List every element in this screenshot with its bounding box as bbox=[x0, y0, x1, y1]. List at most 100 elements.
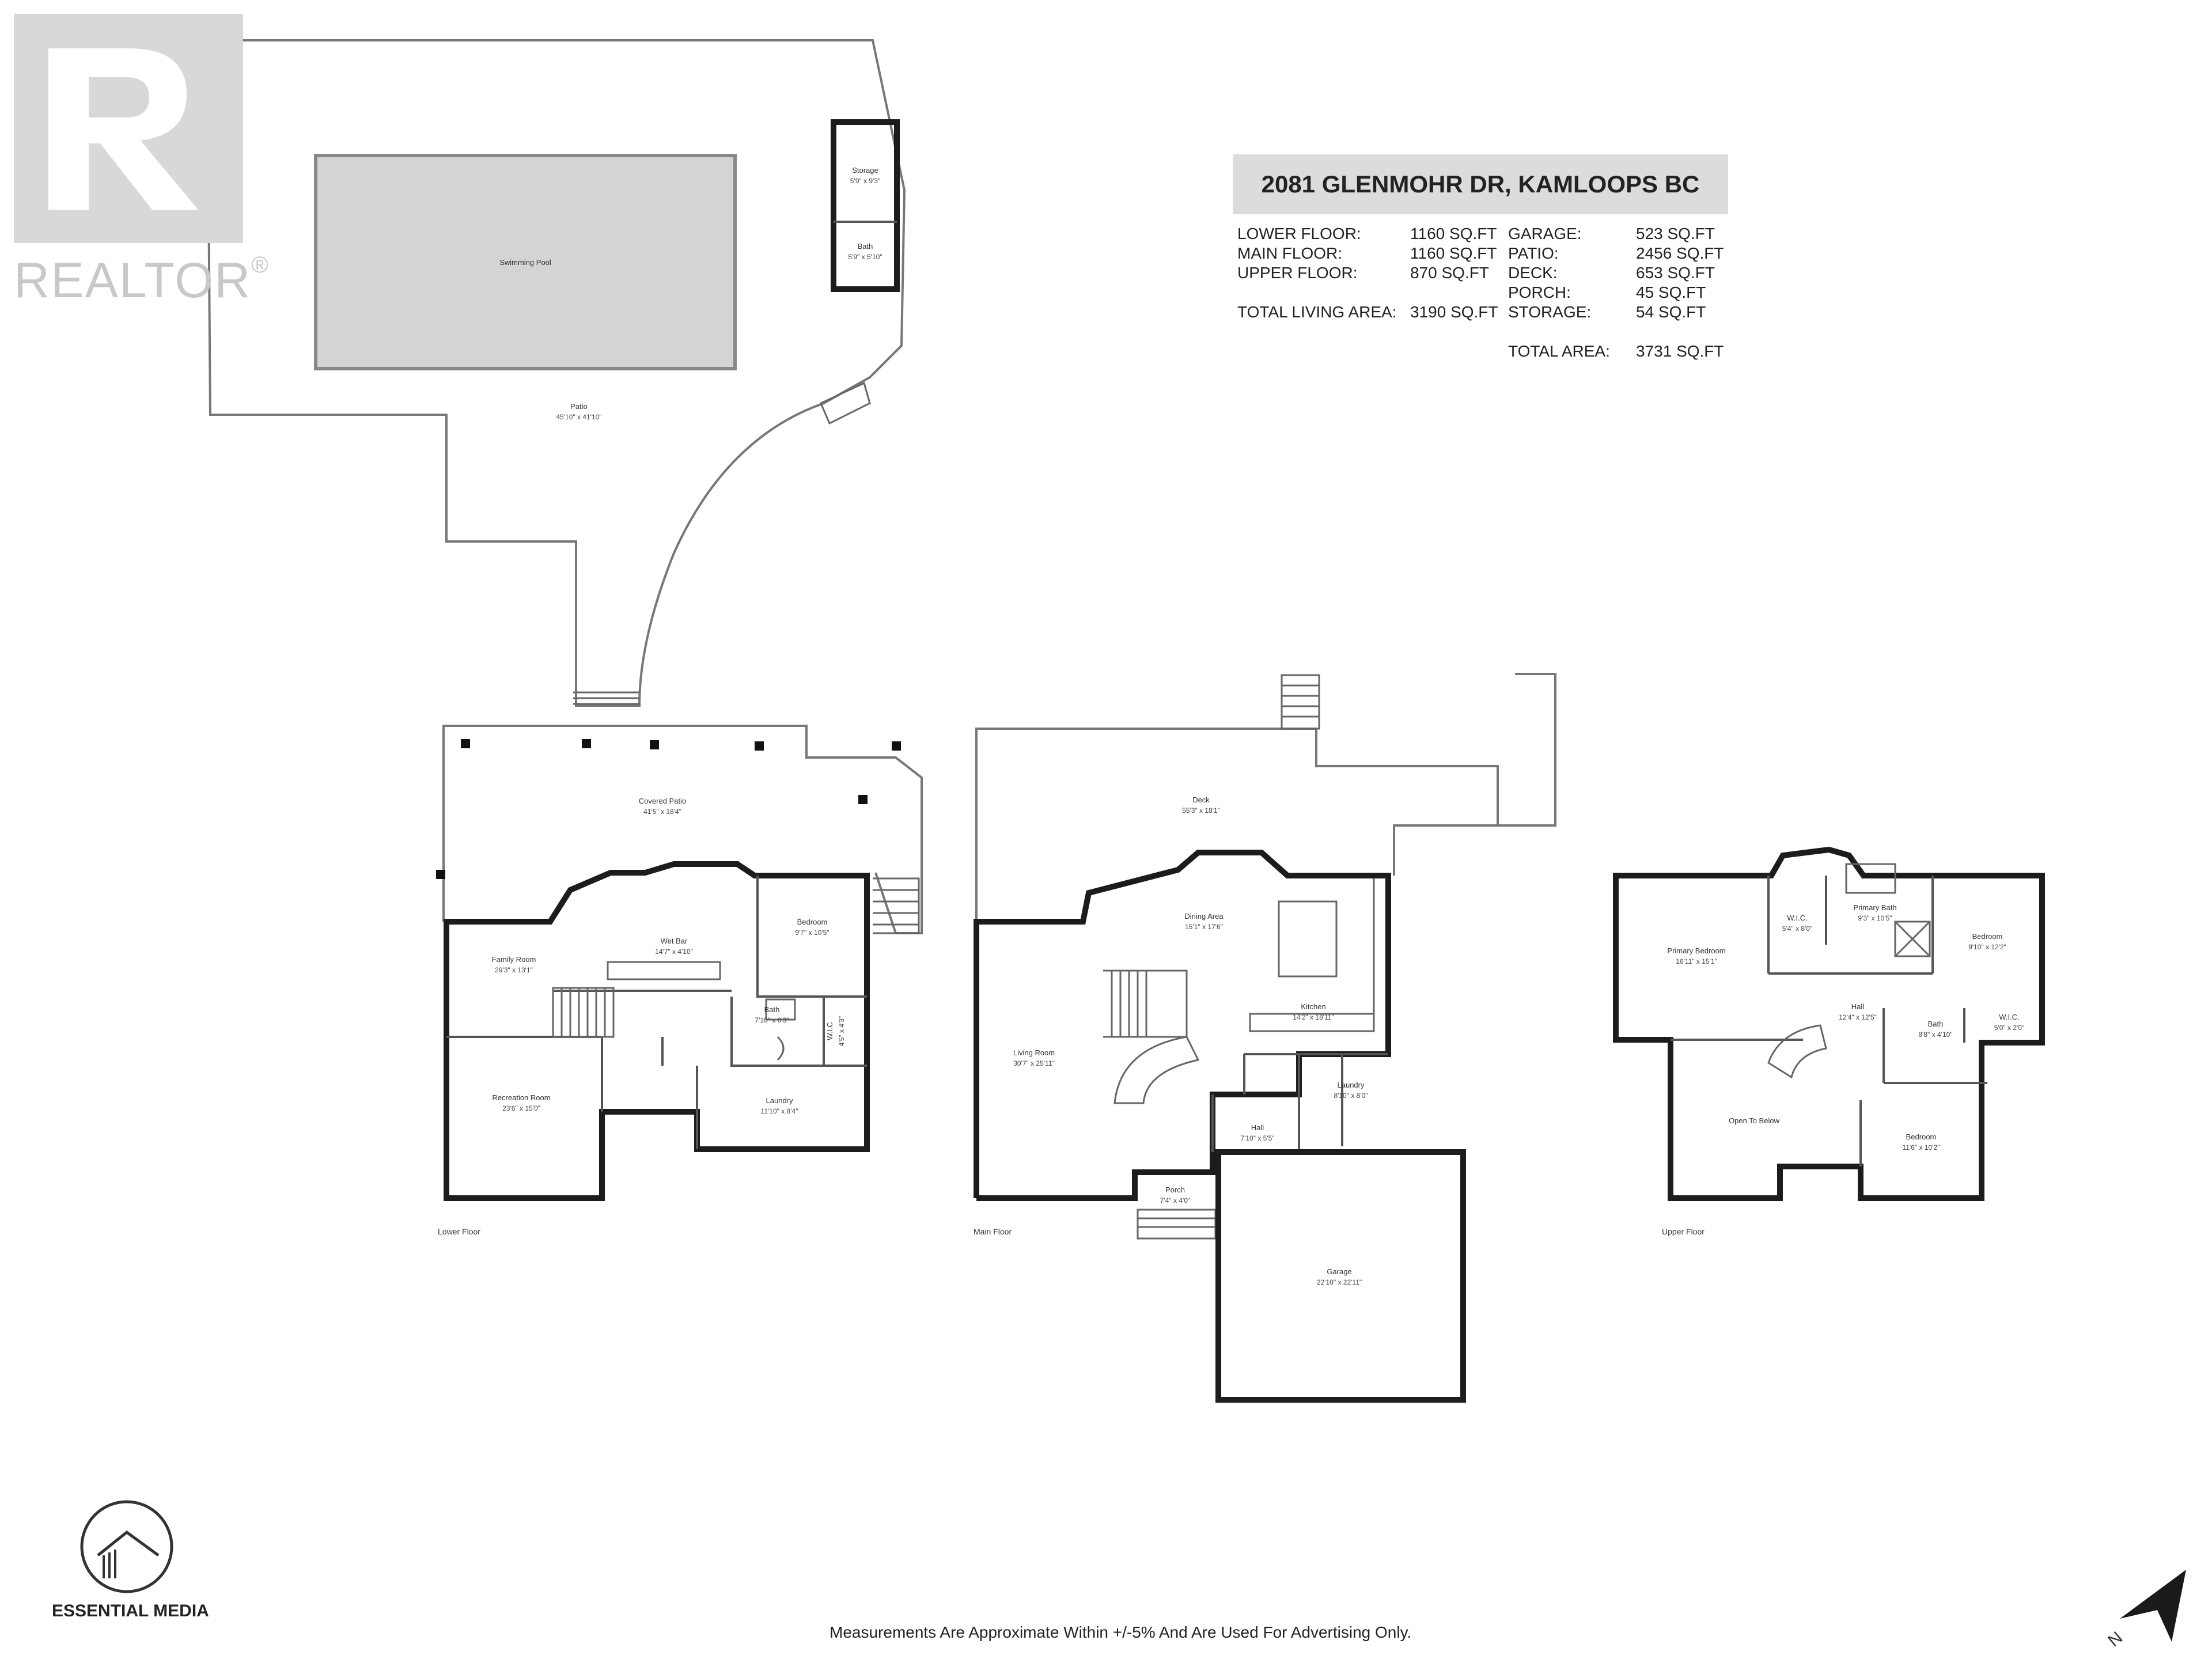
shed-bath-label: Bath bbox=[858, 242, 873, 251]
upper-curved-stairs bbox=[1767, 1024, 1827, 1079]
main-floor-plan: Deck 55'3" x 18'1" Dining Area 15'1" x 1… bbox=[974, 673, 1556, 1403]
lower-wic-dim: 4'5" x 4'3" bbox=[838, 1016, 846, 1046]
primary-bath-label: Primary Bath bbox=[1853, 903, 1896, 912]
curved-staircase bbox=[1113, 1036, 1200, 1104]
patio-columns bbox=[436, 739, 901, 879]
deck-dim: 55'3" x 18'1" bbox=[1182, 806, 1220, 815]
lower-bedroom-label: Bedroom bbox=[797, 918, 828, 926]
upper-hall-label: Hall bbox=[1851, 1002, 1865, 1011]
lower-floor-walls bbox=[444, 861, 870, 1201]
lower-stairs-out bbox=[873, 877, 920, 934]
lower-floor-caption: Lower Floor bbox=[438, 1227, 480, 1236]
open-to-below-label: Open To Below bbox=[1729, 1116, 1780, 1125]
dining-area-dim: 15'1" x 17'6" bbox=[1185, 923, 1223, 931]
lower-vanity bbox=[765, 998, 796, 1061]
primary-bath-dim: 9'3" x 10'5" bbox=[1858, 914, 1892, 922]
realtor-wordmark: REALTOR® bbox=[14, 252, 270, 308]
kitchen-island bbox=[1278, 900, 1338, 978]
upper-floor-walls bbox=[1613, 846, 2045, 1201]
main-floor-caption: Main Floor bbox=[974, 1227, 1012, 1236]
lower-laundry-label: Laundry bbox=[766, 1096, 793, 1105]
upper-bedroom-2-label: Bedroom bbox=[1906, 1132, 1937, 1141]
storage-dim: 5'9" x 9'3" bbox=[850, 177, 880, 185]
address-header: 2081 GLENMOHR DR, KAMLOOPS BC bbox=[1233, 154, 1728, 214]
dining-area-label: Dining Area bbox=[1184, 912, 1224, 921]
upper-wic-1-label: W.I.C. bbox=[1787, 914, 1807, 922]
deck-outline bbox=[975, 728, 1499, 1198]
backyard-area: Swimming Pool Patio 45'10" x 41'10" Stor… bbox=[206, 39, 906, 707]
garage-walls bbox=[1215, 1149, 1466, 1403]
family-room-dim: 29'3" x 13'1" bbox=[495, 966, 533, 974]
storage-label: Storage bbox=[852, 166, 878, 175]
storage-shed bbox=[831, 119, 900, 292]
upper-bedroom-1-dim: 9'10" x 12'2" bbox=[1968, 943, 2006, 951]
primary-bedroom-label: Primary Bedroom bbox=[1667, 946, 1725, 955]
pool-label: Swimming Pool bbox=[499, 258, 551, 267]
shed-bath-dim: 5'9" x 5'10" bbox=[848, 253, 882, 261]
lower-floor-plan: Covered Patio 41'5" x 18'4" Family Room … bbox=[436, 725, 923, 1236]
kitchen-counters bbox=[1249, 878, 1375, 1032]
upper-wic-2-dim: 5'0" x 2'0" bbox=[1994, 1024, 2024, 1032]
porch-steps bbox=[1137, 1209, 1217, 1240]
deck-rail-extension bbox=[1498, 673, 1556, 827]
upper-bath-dim: 8'8" x 4'10" bbox=[1918, 1031, 1952, 1039]
lower-interior-walls bbox=[446, 876, 867, 1149]
kitchen-dim: 14'2" x 18'11" bbox=[1293, 1013, 1334, 1021]
upper-interior-walls bbox=[1671, 876, 1987, 1166]
primary-bath-tub bbox=[1845, 863, 1896, 894]
upper-bedroom-1-label: Bedroom bbox=[1972, 932, 2003, 941]
upper-bedroom-2-dim: 11'6" x 10'2" bbox=[1903, 1143, 1940, 1152]
main-interior-walls bbox=[1211, 1053, 1388, 1152]
living-room-dim: 30'7" x 25'11" bbox=[1013, 1059, 1055, 1067]
upper-wic-2-label: W.I.C. bbox=[1999, 1013, 2019, 1021]
disclaimer-text: Measurements Are Approximate Within +/-5… bbox=[830, 1623, 1412, 1641]
garage-label: Garage bbox=[1327, 1267, 1351, 1276]
lower-wic-label: W.I.C bbox=[825, 1022, 834, 1040]
upper-wic-1-dim: 5'4" x 8'0" bbox=[1782, 925, 1812, 933]
compass-icon: N bbox=[2104, 1570, 2186, 1650]
primary-bath-shower bbox=[1894, 921, 1931, 957]
patio-outline bbox=[206, 39, 906, 707]
porch-label: Porch bbox=[1165, 1185, 1185, 1194]
realtor-logo: REALTOR® bbox=[10, 10, 268, 310]
lower-bath-dim: 7'10" x 6'3" bbox=[755, 1016, 789, 1024]
recreation-room-label: Recreation Room bbox=[492, 1093, 550, 1102]
patio-steps bbox=[573, 691, 639, 705]
kitchen-label: Kitchen bbox=[1301, 1002, 1325, 1011]
living-room-label: Living Room bbox=[1013, 1048, 1055, 1057]
deck-stairs bbox=[1281, 674, 1320, 730]
main-laundry-dim: 8'10" x 8'0" bbox=[1334, 1092, 1368, 1100]
wet-bar-counter bbox=[607, 961, 721, 980]
patio-side-steps bbox=[820, 381, 871, 425]
north-arrow: N bbox=[2097, 1555, 2200, 1653]
wet-bar-dim: 14'7" x 4'10" bbox=[655, 948, 693, 956]
main-stairs bbox=[1103, 969, 1188, 1038]
primary-bedroom-dim: 16'11" x 15'1" bbox=[1676, 957, 1717, 965]
upper-hall-dim: 12'4" x 12'5" bbox=[1839, 1013, 1877, 1021]
main-floor-walls bbox=[974, 850, 1391, 1201]
address-title: 2081 GLENMOHR DR, KAMLOOPS BC bbox=[1261, 171, 1700, 198]
realtor-logo-mark bbox=[14, 14, 243, 243]
lower-bedroom-dim: 9'7" x 10'5" bbox=[795, 929, 829, 937]
upper-floor-caption: Upper Floor bbox=[1662, 1227, 1705, 1236]
covered-patio-label: Covered Patio bbox=[639, 797, 686, 805]
lower-laundry-dim: 11'10" x 8'4" bbox=[761, 1107, 798, 1115]
essential-media-name: ESSENTIAL MEDIA bbox=[52, 1601, 209, 1620]
patio-dim: 45'10" x 41'10" bbox=[556, 413, 601, 421]
lower-stairs bbox=[552, 987, 615, 1038]
north-label: N bbox=[2104, 1628, 2126, 1650]
covered-patio-outline bbox=[442, 725, 923, 934]
main-hall-label: Hall bbox=[1251, 1123, 1264, 1132]
wet-bar-label: Wet Bar bbox=[661, 937, 688, 945]
lower-bath-label: Bath bbox=[764, 1005, 780, 1014]
covered-patio-dim: 41'5" x 18'4" bbox=[643, 808, 681, 816]
deck-label: Deck bbox=[1192, 796, 1210, 804]
porch-dim: 7'4" x 4'0" bbox=[1160, 1196, 1190, 1205]
swimming-pool bbox=[314, 154, 737, 370]
family-room-label: Family Room bbox=[492, 955, 536, 964]
garage-dim: 22'10" x 22'11" bbox=[1317, 1278, 1362, 1286]
upper-floor-plan: Primary Bedroom 16'11" x 15'1" W.I.C. 5'… bbox=[1613, 846, 2045, 1236]
main-hall-dim: 7'10" x 5'5" bbox=[1240, 1134, 1274, 1142]
main-laundry-label: Laundry bbox=[1338, 1081, 1365, 1089]
